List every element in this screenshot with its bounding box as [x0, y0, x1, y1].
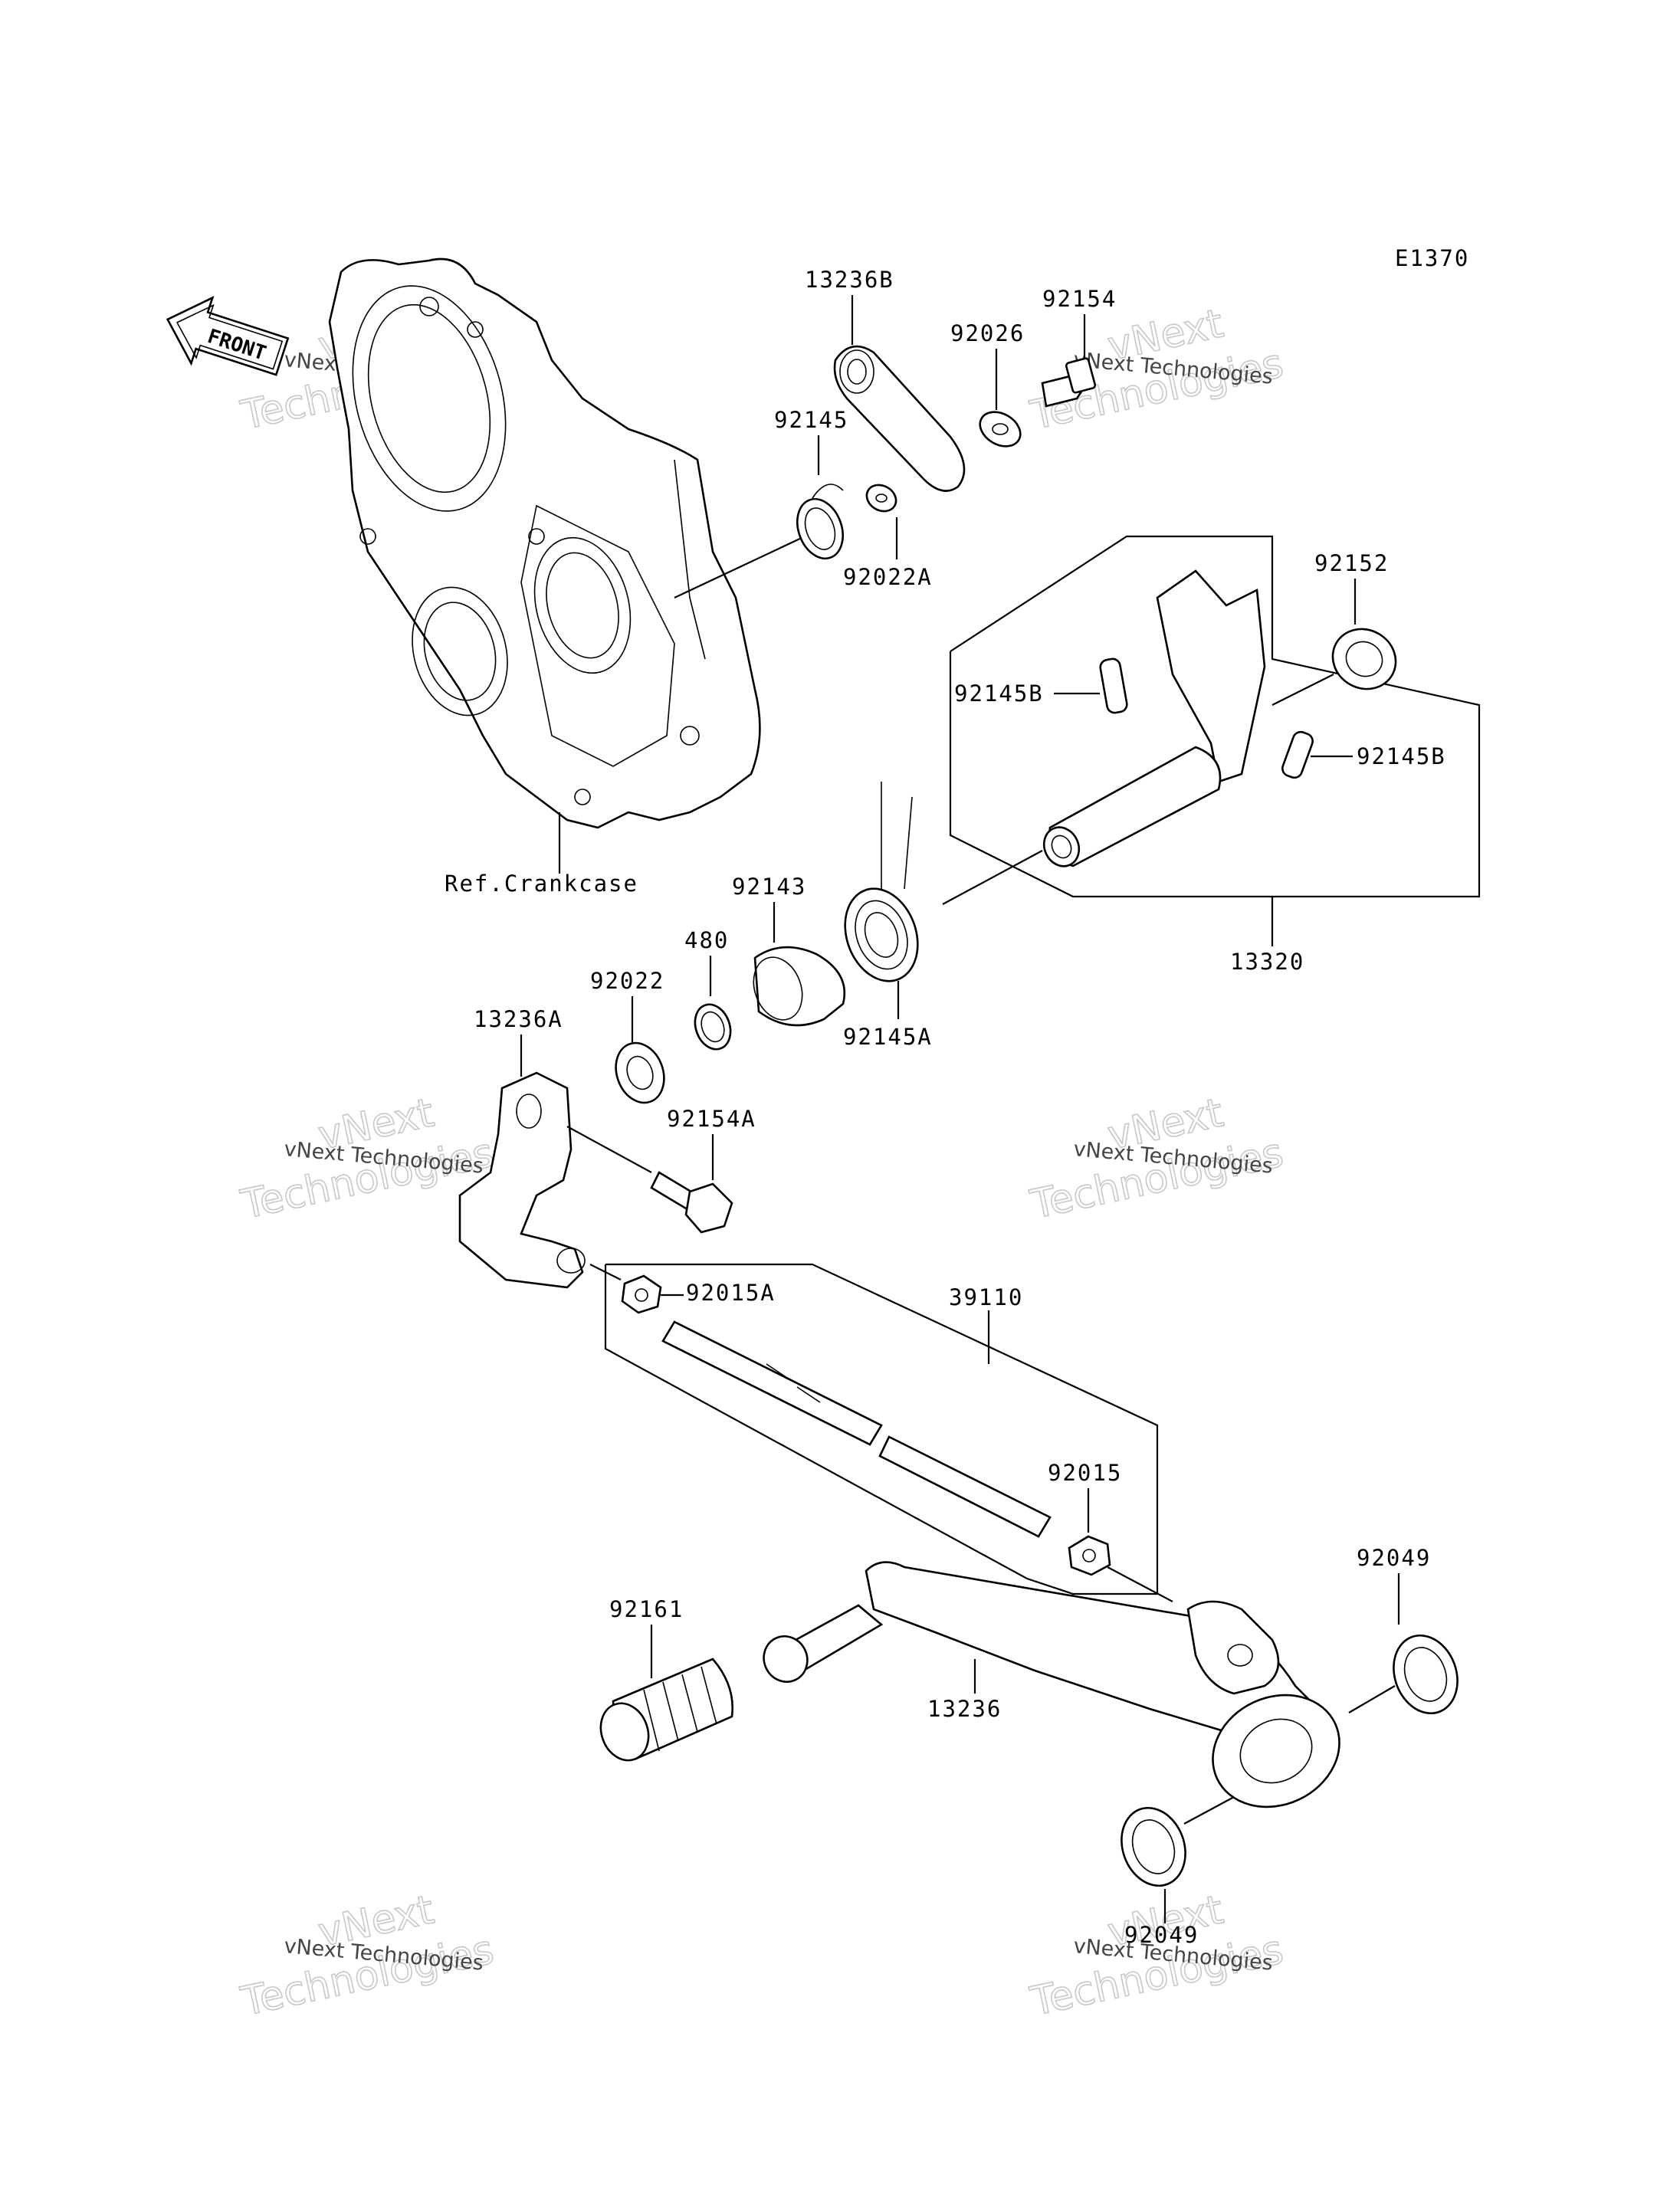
- label-92015: 92015: [1048, 1460, 1122, 1486]
- nut-92015: [1068, 1535, 1111, 1576]
- spring-92145: [796, 484, 844, 560]
- label-92026: 92026: [950, 320, 1025, 346]
- label-92049-top: 92049: [1357, 1545, 1431, 1571]
- watermark-mid-right: vNext Technologies vNext Technologies: [1025, 1090, 1288, 1229]
- collar-92143: [753, 946, 846, 1027]
- label-92049-bottom: 92049: [1124, 1922, 1199, 1948]
- label-92145B-right: 92145B: [1357, 743, 1446, 769]
- watermark-mid-left: vNext Technologies vNext Technologies: [236, 1090, 498, 1229]
- label-13236: 13236: [927, 1696, 1002, 1722]
- arm-13236A: [458, 1071, 586, 1289]
- label-92022A: 92022A: [843, 564, 933, 590]
- diagram-code: E1370: [1395, 245, 1469, 271]
- label-92145: 92145: [774, 407, 848, 433]
- spring-92145B-right: [1281, 730, 1314, 779]
- label-92161: 92161: [609, 1596, 684, 1622]
- front-arrow-icon: FRONT: [166, 296, 290, 376]
- washer-92022: [615, 1041, 665, 1104]
- label-92143: 92143: [732, 874, 806, 900]
- tie-rod-39110: [661, 1320, 1052, 1538]
- watermark-bottom-left: vNext Technologies vNext Technologies: [236, 1887, 498, 2026]
- shift-shaft-13320: [1042, 569, 1266, 867]
- label-480: 480: [684, 927, 729, 953]
- seal-92049-top: [1393, 1634, 1459, 1715]
- label-13236B: 13236B: [805, 267, 894, 293]
- bolt-92154A: [650, 1171, 733, 1234]
- crankcase-outline: [328, 257, 761, 829]
- watermark-top-right: vNext Technologies vNext Technologies: [1025, 300, 1288, 440]
- label-13236A: 13236A: [474, 1006, 563, 1032]
- spring-92145A: [844, 782, 919, 982]
- nut-92015A: [621, 1274, 662, 1314]
- label-13320: 13320: [1230, 949, 1304, 975]
- circlip-480: [694, 1003, 732, 1051]
- label-92015A: 92015A: [686, 1280, 776, 1306]
- washer-92022A: [865, 484, 897, 513]
- label-92145B-left: 92145B: [954, 680, 1044, 707]
- label-92022: 92022: [590, 968, 664, 994]
- washer-92026: [979, 411, 1022, 448]
- rubber-92161: [599, 1658, 733, 1762]
- label-39110: 39110: [949, 1284, 1023, 1310]
- label-92152: 92152: [1314, 550, 1389, 576]
- bushing-92152: [1331, 628, 1397, 690]
- label-92145A: 92145A: [843, 1024, 933, 1050]
- bolt-92154: [1041, 357, 1097, 408]
- seal-92049-bottom: [1121, 1806, 1186, 1887]
- arm-13236B: [833, 345, 966, 492]
- spring-92145B-left: [1099, 657, 1128, 714]
- watermark-bottom-right: vNext Technologies vNext Technologies: [1025, 1887, 1288, 2026]
- label-92154A: 92154A: [667, 1106, 756, 1132]
- label-ref-crankcase: Ref.Crankcase: [445, 871, 638, 897]
- shift-pedal-13236: [763, 1561, 1340, 1808]
- label-92154: 92154: [1042, 286, 1117, 312]
